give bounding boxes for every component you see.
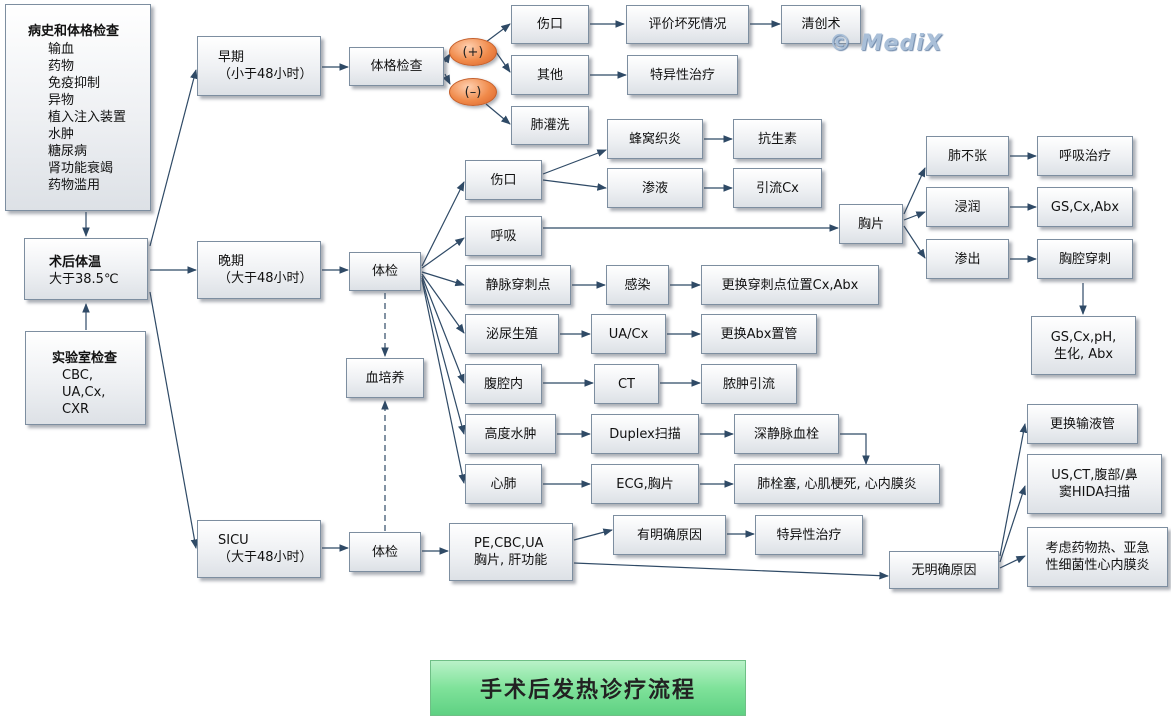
intra-abdominal-box: 腹腔内 <box>465 364 542 404</box>
dvt-box: 深静脉血栓 <box>734 414 839 454</box>
arrow-minus-lavage <box>485 103 511 125</box>
duplex-scan-box: Duplex扫描 <box>591 414 699 454</box>
history-item: 植入注入装置 <box>48 110 127 125</box>
arrow-exam-wound2 <box>421 181 465 267</box>
temp-box: 术后体温 大于38.5℃ <box>24 238 148 300</box>
change-catheter-box: 更换Abx置管 <box>701 314 817 354</box>
arrow-exam-resp <box>421 237 465 269</box>
late-stage-box: 晚期 （大于48小时） <box>197 241 321 299</box>
respiratory-box: 呼吸 <box>465 216 542 256</box>
blood-culture-box: 血培养 <box>346 358 424 398</box>
thoracentesis-box: 胸腔穿刺 <box>1037 239 1133 279</box>
diagram-title: 手术后发热诊疗流程 <box>430 660 746 716</box>
respiratory-therapy-box: 呼吸治疗 <box>1037 136 1133 176</box>
history-item: 水肿 <box>48 127 75 142</box>
arrow-workup-clear <box>573 528 613 541</box>
infiltrate-box: 浸润 <box>926 187 1009 227</box>
history-heading: 病史和体格检查 <box>28 24 120 39</box>
arrow-unclear-usct <box>999 485 1026 563</box>
exam-box-early: 体格检查 <box>349 47 444 86</box>
early-stage-box: 早期 （小于48小时） <box>197 36 321 96</box>
infection-box: 感染 <box>606 265 669 305</box>
history-item: 输血 <box>48 42 75 57</box>
arrow-temp-sicu <box>149 291 199 549</box>
arrow-dvt-pe <box>840 433 870 465</box>
arrow-wound2-exudate <box>542 179 607 191</box>
exudate-box: 渗液 <box>607 168 703 208</box>
abscess-drainage-box: 脓肿引流 <box>701 364 797 404</box>
arrow-exam-abd <box>421 275 465 384</box>
arrow-exam-edema <box>421 277 466 435</box>
specific-therapy-box-early: 特异性治疗 <box>627 55 738 95</box>
arrow-cxr-atel <box>903 167 926 215</box>
assess-necrosis-box: 评价坏死情况 <box>626 5 749 44</box>
history-item: 糖尿病 <box>48 144 88 159</box>
negative-oval: (–) <box>449 78 497 106</box>
lab-heading: 实验室检查 <box>52 351 118 366</box>
drug-fever-endocarditis-box: 考虑药物热、亚急 性细菌性心内膜炎 <box>1027 527 1168 587</box>
cellulitis-box: 蜂窝织炎 <box>607 119 703 159</box>
lab-item: CBC, <box>62 368 93 383</box>
arrow-workup-unclear <box>573 562 889 580</box>
arrow-cxr-effusion <box>903 225 926 259</box>
imaging-scan-box: US,CT,腹部/鼻 窦HIDA扫描 <box>1027 454 1162 514</box>
genitourinary-box: 泌尿生殖 <box>465 314 559 354</box>
sicu-stage-box: SICU （大于48小时） <box>197 520 321 578</box>
lavage-box: 肺灌洗 <box>511 106 589 145</box>
cardiopulmonary-box: 心肺 <box>465 464 542 504</box>
history-item: 异物 <box>48 93 75 108</box>
chest-xray-box: 胸片 <box>839 204 903 244</box>
ct-box: CT <box>594 364 659 404</box>
arrow-exam-uro <box>421 273 465 334</box>
exam-box-late: 体检 <box>349 252 421 291</box>
lab-item: CXR <box>62 402 90 417</box>
temp-value: 大于38.5℃ <box>49 272 119 287</box>
history-item: 肾功能衰竭 <box>48 161 114 176</box>
watermark: © MediX <box>829 31 943 56</box>
ua-cx-box: UA/Cx <box>591 314 666 354</box>
arrow-cxr-infil <box>903 211 926 221</box>
arrow-temp-early <box>149 69 198 247</box>
arrow-exam-iv <box>421 271 465 287</box>
arrow-wound2-cellulitis <box>542 149 607 175</box>
arrow-exam-cardio <box>421 279 467 484</box>
edema-box: 高度水肿 <box>465 414 556 454</box>
lab-item: UA,Cx, <box>62 385 106 400</box>
arrow-unclear-line <box>999 423 1028 557</box>
specific-therapy-box-sicu: 特异性治疗 <box>755 515 863 555</box>
arrow-exam-minus <box>442 73 451 85</box>
pe-mi-endocarditis-box: 肺栓塞, 心肌梗死, 心内膜炎 <box>734 464 940 504</box>
history-item: 药物 <box>48 59 75 74</box>
history-box: 病史和体格检查 输血 药物 免疫抑制 异物 植入注入装置 水肿 糖尿病 肾功能衰… <box>5 4 151 211</box>
drain-culture-box: 引流Cx <box>733 168 822 208</box>
workup-box: PE,CBC,UA 胸片, 肝功能 <box>449 523 573 581</box>
gs-cx-abx-box: GS,Cx,Abx <box>1037 187 1133 227</box>
iv-site-box: 静脉穿刺点 <box>465 265 571 305</box>
unclear-cause-box: 无明确原因 <box>889 551 999 589</box>
other-box: 其他 <box>511 55 589 95</box>
arrow-unclear-drug <box>999 555 1026 569</box>
exam-box-sicu: 体检 <box>349 532 421 572</box>
positive-oval: (+) <box>449 38 497 66</box>
history-item: 免疫抑制 <box>48 76 101 91</box>
history-item: 药物滥用 <box>48 178 101 193</box>
change-iv-site-box: 更换穿刺点位置Cx,Abx <box>701 265 879 305</box>
clear-cause-box: 有明确原因 <box>613 515 726 555</box>
pleural-fluid-analysis-box: GS,Cx,pH, 生化, Abx <box>1031 316 1136 375</box>
wound-box-early: 伤口 <box>511 5 589 44</box>
arrow-plus-wound <box>485 23 511 43</box>
atelectasis-box: 肺不张 <box>926 136 1009 176</box>
lab-box: 实验室检查 CBC, UA,Cx, CXR <box>25 331 146 425</box>
antibiotic-box: 抗生素 <box>733 119 822 159</box>
ecg-cxr-box: ECG,胸片 <box>591 464 699 504</box>
wound-box-late: 伤口 <box>465 160 542 200</box>
debridement-box: 清创术 <box>781 5 861 44</box>
change-infusion-line-box: 更换输液管 <box>1027 404 1138 444</box>
arrow-plus-other <box>495 51 511 73</box>
effusion-box: 渗出 <box>926 239 1009 279</box>
temp-heading: 术后体温 <box>49 255 102 270</box>
